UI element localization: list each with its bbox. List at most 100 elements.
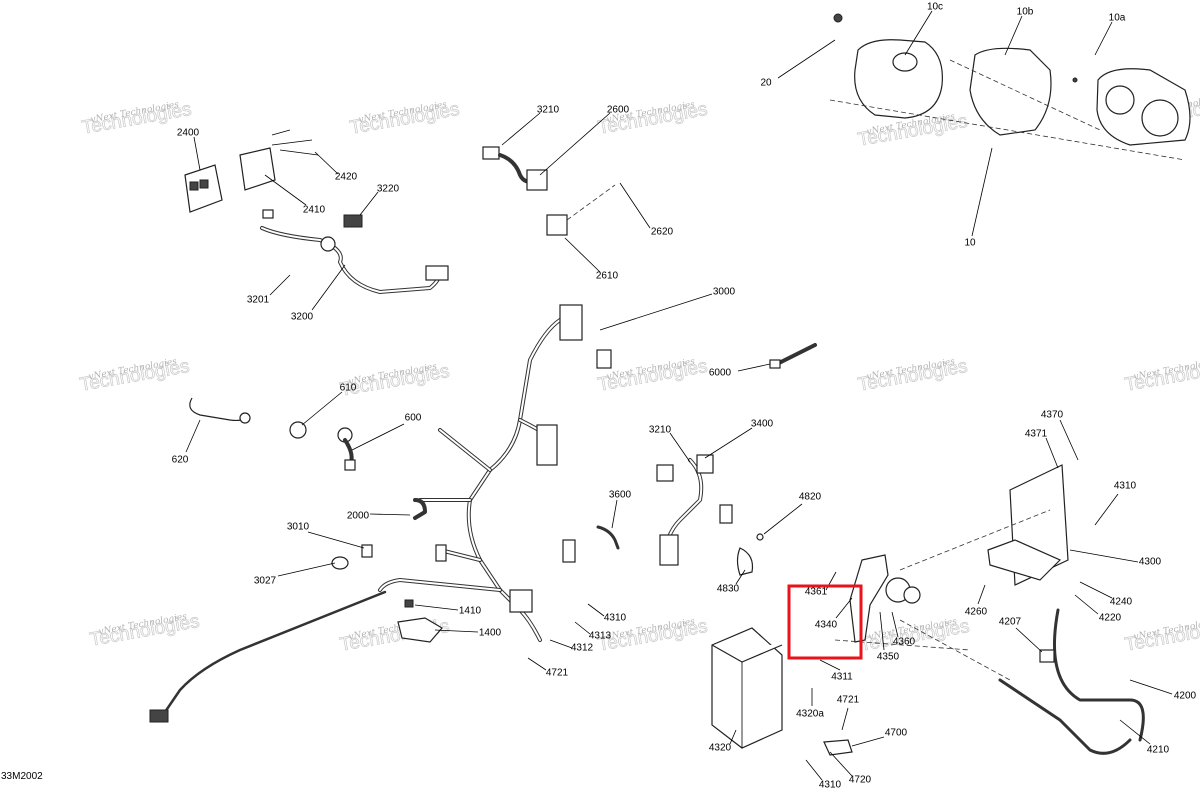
callout-2420: 2420 xyxy=(335,172,358,183)
callout-4320: 4320 xyxy=(709,743,732,754)
clip-4830 xyxy=(736,547,754,576)
callout-4310: 4310 xyxy=(604,613,627,624)
clamp-4207 xyxy=(1039,649,1055,663)
leader-line xyxy=(527,657,547,671)
leader-line xyxy=(805,759,823,781)
callout-3200: 3200 xyxy=(291,312,314,323)
callout-6000: 6000 xyxy=(709,368,732,379)
callout-20: 20 xyxy=(760,78,772,89)
callout-4207: 4207 xyxy=(999,617,1022,628)
callout-4300: 4300 xyxy=(1139,557,1162,568)
leader-line xyxy=(1094,493,1119,526)
callout-4200: 4200 xyxy=(1174,691,1197,702)
leader-line xyxy=(879,611,885,651)
leader-line xyxy=(1074,594,1099,615)
connector-2600 xyxy=(526,169,548,191)
leader-line xyxy=(1119,719,1151,745)
callout-4210: 4210 xyxy=(1147,745,1170,756)
leader-line xyxy=(193,136,201,171)
instrument-cluster-gauge xyxy=(1096,68,1191,146)
nut-20 xyxy=(833,13,843,23)
callout-600: 600 xyxy=(405,413,422,424)
callout-3000: 3000 xyxy=(713,287,736,298)
callout-4370: 4370 xyxy=(1041,410,1064,421)
leader-line xyxy=(1079,581,1113,599)
callout-10b: 10b xyxy=(1017,7,1034,18)
leader-line xyxy=(619,182,651,229)
leader-line xyxy=(829,751,853,777)
callout-620: 620 xyxy=(172,455,189,466)
callout-10: 10 xyxy=(964,238,976,249)
callout-3220: 3220 xyxy=(377,184,400,195)
leader-line xyxy=(835,597,853,619)
callout-10c: 10c xyxy=(927,2,943,13)
solenoid-4350 xyxy=(885,577,921,604)
leader-line xyxy=(669,432,691,463)
connector-3000-a xyxy=(559,304,583,341)
callout-3400: 3400 xyxy=(751,419,774,430)
leader-line xyxy=(763,503,803,535)
callout-4371: 4371 xyxy=(1025,429,1048,440)
callout-4312: 4312 xyxy=(571,643,594,654)
leader-line xyxy=(359,191,379,216)
leader-line xyxy=(1129,679,1173,695)
callout-4360: 4360 xyxy=(893,637,916,648)
leader-line xyxy=(1045,437,1059,469)
callout-4311: 4311 xyxy=(831,672,853,683)
callout-4313: 4313 xyxy=(589,631,612,642)
callout-4240: 4240 xyxy=(1110,597,1133,608)
callout-4320a: 4320a xyxy=(796,709,824,720)
leader-line xyxy=(564,237,601,273)
battery-4320 xyxy=(711,627,783,749)
connector-2610 xyxy=(546,214,568,236)
leader-line xyxy=(1015,627,1043,653)
callout-4720: 4720 xyxy=(849,775,872,786)
callout-2410: 2410 xyxy=(303,205,326,216)
callout-4721: 4721 xyxy=(546,668,569,679)
callout-4310: 4310 xyxy=(1114,481,1137,492)
leader-line xyxy=(414,604,459,611)
leader-line xyxy=(549,639,573,649)
leader-line xyxy=(704,427,753,459)
leader-line xyxy=(369,513,411,516)
leader-line xyxy=(587,603,605,617)
leader-line xyxy=(277,562,336,577)
callout-4820: 4820 xyxy=(799,492,822,503)
leader-line xyxy=(434,629,479,633)
connector-3210 xyxy=(482,146,500,160)
callout-1400: 1400 xyxy=(479,628,502,639)
cap-3027 xyxy=(331,556,349,570)
callout-3201: 3201 xyxy=(247,295,270,306)
callout-3010: 3010 xyxy=(287,522,310,533)
callout-4310: 4310 xyxy=(819,780,842,788)
callout-3600: 3600 xyxy=(609,490,632,501)
leader-line xyxy=(735,569,746,585)
switch-housing-2400 xyxy=(184,164,223,213)
leader-line xyxy=(851,736,885,747)
sensor-600 xyxy=(337,427,356,471)
instrument-cluster-bezel xyxy=(854,39,943,119)
callout-4700: 4700 xyxy=(885,728,908,739)
leader-line xyxy=(904,10,933,56)
callout-4361: 4361 xyxy=(805,587,828,598)
callout-2610: 2610 xyxy=(596,271,619,282)
battery-box-4300 xyxy=(987,464,1069,586)
callout-4260: 4260 xyxy=(965,607,988,618)
leader-line xyxy=(1004,15,1023,56)
leader-line xyxy=(1069,549,1139,563)
callout-4830: 4830 xyxy=(717,584,740,595)
leader-line xyxy=(1094,21,1113,56)
instrument-cluster-lens xyxy=(969,47,1052,136)
leader-line xyxy=(307,531,365,549)
grommet-610 xyxy=(289,421,307,439)
leader-line xyxy=(314,151,339,175)
callout-4220: 4220 xyxy=(1099,613,1122,624)
